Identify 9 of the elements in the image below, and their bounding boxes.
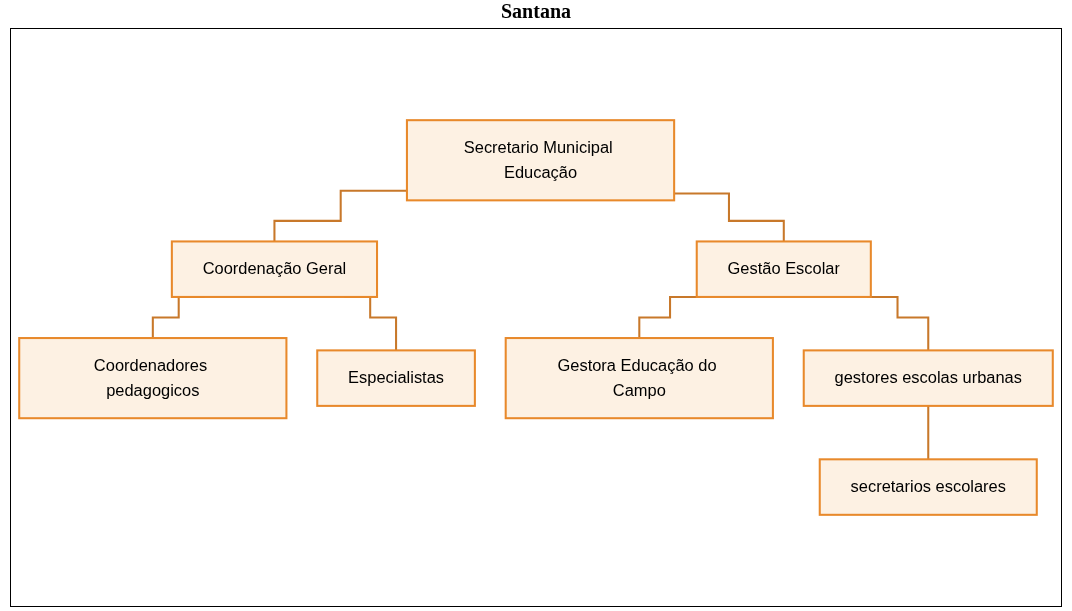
node-box: Gestora Educação do Campo [504,337,774,420]
node-box: Secretario Municipal Educação [405,119,676,202]
node-box: Gestão Escolar [695,240,872,298]
node-box: gestores escolas urbanas [802,349,1054,407]
diagram-title: Santana [500,0,572,24]
node-box: Coordenadores pedagogicos [18,337,288,420]
node-box: Coordenação Geral [170,240,379,298]
node-box: Especialistas [316,349,476,407]
node-box: secretarios escolares [818,458,1038,516]
